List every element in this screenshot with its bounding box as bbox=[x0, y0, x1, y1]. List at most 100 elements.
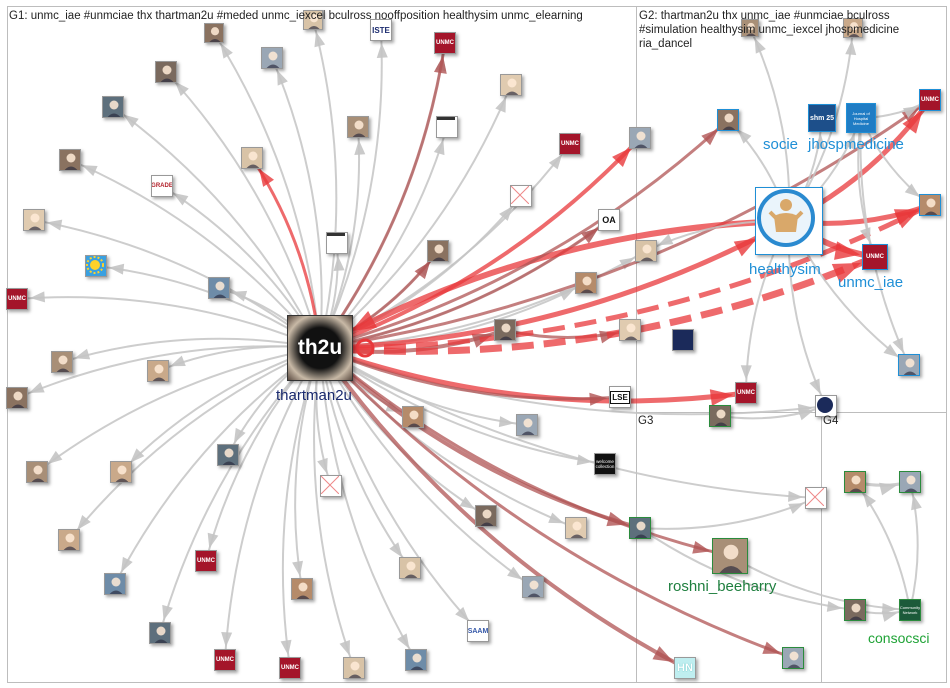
edge-n-healthysim-hub bbox=[318, 218, 790, 351]
n-healthysim-node[interactable] bbox=[755, 187, 823, 255]
n-woman13-node[interactable] bbox=[522, 576, 544, 598]
n-woman5-node[interactable] bbox=[494, 319, 516, 341]
n-woman11-node[interactable] bbox=[104, 573, 126, 595]
n-saam-node[interactable]: SAAM bbox=[467, 620, 489, 642]
n-man1-node[interactable] bbox=[51, 351, 73, 373]
n-ccsn-node[interactable]: Community Network bbox=[899, 599, 921, 621]
n-glasses-node[interactable] bbox=[59, 149, 81, 171]
n-man4-node[interactable] bbox=[217, 444, 239, 466]
n-broken1-node[interactable] bbox=[510, 185, 532, 207]
arrowhead-hub-n-woman7 bbox=[170, 355, 186, 367]
n-ieh-node[interactable] bbox=[672, 329, 694, 351]
arrowhead-n-healthysim-n-unmc-g2a bbox=[902, 110, 923, 134]
n-unmc-left-node[interactable]: UNMC bbox=[6, 288, 28, 310]
n-jhm-node[interactable]: Journal of Hospital Medicine bbox=[846, 103, 876, 133]
n-grade-node[interactable]: GRADE bbox=[151, 175, 173, 197]
n-cartoon2-node[interactable] bbox=[110, 461, 132, 483]
n-stripes-node[interactable] bbox=[26, 461, 48, 483]
n-g4a-node[interactable] bbox=[844, 471, 866, 493]
arrowhead-n-healthysim-n-unmc-g3 bbox=[740, 365, 752, 381]
n-ruler-node[interactable] bbox=[427, 240, 449, 262]
n-roshni-node[interactable] bbox=[712, 538, 748, 574]
n-person2-node[interactable] bbox=[347, 116, 369, 138]
n-newsweek-node[interactable] bbox=[436, 116, 458, 138]
n-woman3-node[interactable] bbox=[208, 277, 230, 299]
arrowhead-n-healthysim-n-woman-g2 bbox=[737, 129, 752, 144]
arrowhead-n-healthysim-n-shm bbox=[814, 133, 826, 150]
arrowhead-hub-n-building bbox=[77, 515, 91, 530]
edge-hub-n-person1 bbox=[165, 71, 321, 349]
hub-node[interactable]: th2u bbox=[287, 315, 353, 381]
n-unmc-iae-node[interactable]: UNMC bbox=[862, 244, 888, 270]
n-welcome-node[interactable]: welcome collection bbox=[594, 453, 616, 475]
n-man2-node[interactable] bbox=[6, 387, 28, 409]
arrowhead-hub-n-unmc-mid bbox=[548, 154, 563, 170]
n-man7-node[interactable] bbox=[343, 657, 365, 679]
arrowhead-hub-n-saam bbox=[455, 606, 470, 622]
n-pixel-node[interactable] bbox=[102, 96, 124, 118]
n-man3-node[interactable] bbox=[709, 405, 731, 427]
arrowhead-hub-n-pixel bbox=[123, 114, 139, 128]
n-man6-node[interactable] bbox=[565, 517, 587, 539]
n-woman1-node[interactable] bbox=[23, 209, 45, 231]
n-shm-node[interactable]: shm 25 bbox=[808, 104, 836, 132]
unmc-badge-text: UNMC bbox=[216, 657, 234, 663]
arrowhead-hub-n-man4 bbox=[233, 427, 246, 444]
n-hex-node[interactable] bbox=[741, 19, 759, 37]
n-circle-node[interactable] bbox=[303, 10, 323, 30]
n-unmc-g2a-node[interactable]: UNMC bbox=[919, 89, 941, 111]
arrowhead-hub-n-flower bbox=[762, 641, 781, 654]
n-unmc-top-node[interactable]: UNMC bbox=[434, 32, 456, 54]
unmc-badge-text: UNMC bbox=[281, 665, 299, 671]
n-broken3-node[interactable] bbox=[805, 487, 827, 509]
n-coin-node[interactable] bbox=[399, 557, 421, 579]
n-building-node[interactable] bbox=[58, 529, 80, 551]
n-cartoon-node[interactable] bbox=[500, 74, 522, 96]
n-woman14-node[interactable] bbox=[405, 649, 427, 671]
n-woman7-node[interactable] bbox=[147, 360, 169, 382]
n-unmc-mid-node[interactable]: UNMC bbox=[559, 133, 581, 155]
n-woman8-node[interactable] bbox=[402, 406, 424, 428]
n-broken2-node[interactable] bbox=[320, 475, 342, 497]
n-g4c-node[interactable] bbox=[844, 599, 866, 621]
n-g2-circle-node[interactable] bbox=[843, 18, 863, 38]
n-avatar-node[interactable] bbox=[629, 127, 651, 149]
n-hn-node[interactable]: HN bbox=[674, 657, 696, 679]
consocsci-node-label: consocsci bbox=[868, 630, 930, 646]
n-wire-node[interactable] bbox=[204, 23, 224, 43]
n-oa-node[interactable]: OA bbox=[598, 209, 620, 231]
n-person1-node[interactable] bbox=[155, 61, 177, 83]
n-lse-node[interactable]: LSE bbox=[609, 386, 631, 408]
n-man5-node[interactable] bbox=[475, 505, 497, 527]
n-unmc-g3-node[interactable]: UNMC bbox=[735, 382, 757, 404]
n-g4-node[interactable] bbox=[815, 395, 837, 417]
n-person-g2-node[interactable] bbox=[898, 354, 920, 376]
n-g4b-node[interactable] bbox=[899, 471, 921, 493]
n-woman2-node[interactable] bbox=[635, 240, 657, 262]
n-woman9-node[interactable] bbox=[516, 414, 538, 436]
edge-hub-n-unmc-iae bbox=[319, 253, 877, 355]
unmc-badge-text: UNMC bbox=[921, 97, 939, 103]
n-unmc-b1-node[interactable]: UNMC bbox=[214, 649, 236, 671]
n-unmc-b2-node[interactable]: UNMC bbox=[279, 657, 301, 679]
arrowhead-n-jhm-n-red-g2 bbox=[904, 183, 920, 197]
n-tcea-node[interactable] bbox=[326, 232, 348, 254]
n-iste-node[interactable]: ISTE bbox=[370, 19, 392, 41]
n-sun-node[interactable] bbox=[85, 255, 107, 277]
edge-hub-n-coin bbox=[319, 347, 411, 569]
n-woman-g2-node[interactable] bbox=[717, 109, 739, 131]
group-g2-caption-line1: G2: thartman2u thx unmc_iae #unmciae bcu… bbox=[639, 10, 890, 22]
n-flower-node[interactable] bbox=[782, 647, 804, 669]
n-woman6-node[interactable] bbox=[619, 319, 641, 341]
n-woman4-node[interactable] bbox=[575, 272, 597, 294]
n-woman10-node[interactable] bbox=[629, 517, 651, 539]
n-unmc-bl-node[interactable]: UNMC bbox=[195, 550, 217, 572]
n-ao-node[interactable] bbox=[149, 622, 171, 644]
n-woman12-node[interactable] bbox=[291, 578, 313, 600]
edge-hub-n-unmc-g3 bbox=[319, 345, 747, 404]
n-red-g2-node[interactable] bbox=[919, 194, 941, 216]
n-yellow-art-node[interactable] bbox=[261, 47, 283, 69]
ccsn-logo-text: Community Network bbox=[899, 605, 921, 615]
n-anime-node[interactable] bbox=[241, 147, 263, 169]
